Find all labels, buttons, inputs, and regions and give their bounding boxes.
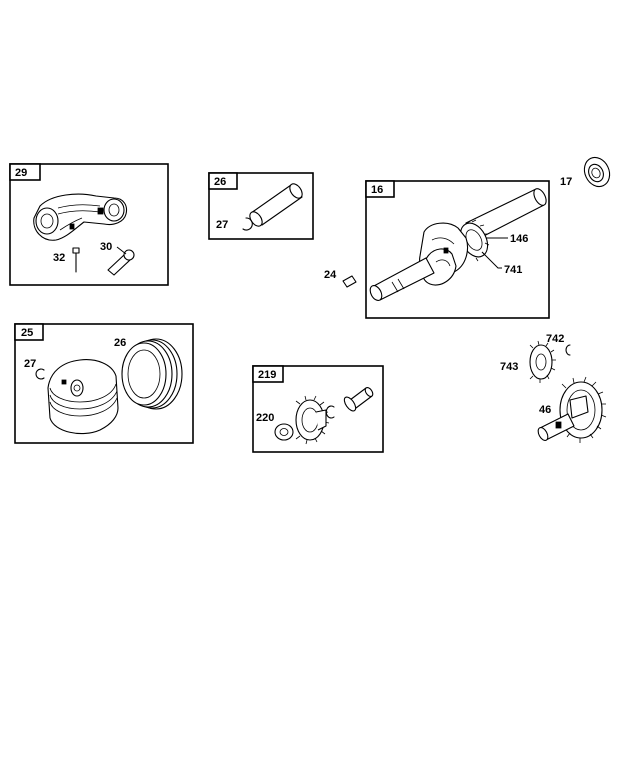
connecting-rod-drawing bbox=[33, 193, 128, 241]
piston-pin-drawing bbox=[249, 183, 303, 227]
group-219-governor: 219 220 bbox=[252, 365, 384, 453]
group-29-connecting-rod: 29 32 30 bbox=[9, 163, 169, 286]
camshaft-gear-46 bbox=[537, 376, 607, 443]
oil-seal-17 bbox=[583, 156, 611, 188]
washer-220 bbox=[274, 423, 294, 441]
part-label-742: 742 bbox=[546, 333, 564, 345]
part-label-146: 146 bbox=[510, 233, 528, 245]
retainer-clip-27-piston bbox=[35, 368, 45, 380]
governor-gear-drawing bbox=[295, 395, 330, 445]
part-label-30: 30 bbox=[100, 241, 112, 253]
part-label-26-rings: 26 bbox=[114, 337, 126, 349]
part-label-24: 24 bbox=[324, 269, 337, 281]
gear-743 bbox=[529, 340, 556, 383]
ring-742 bbox=[565, 344, 571, 356]
part-label-27-pin: 27 bbox=[216, 219, 228, 231]
part-label-17: 17 bbox=[560, 176, 572, 188]
retaining-ring-governor bbox=[325, 405, 335, 419]
retainer-clip-27 bbox=[242, 217, 253, 231]
part-label-27-piston: 27 bbox=[24, 358, 36, 370]
part-label-220: 220 bbox=[256, 412, 274, 424]
group-16-crankshaft: 16 146 741 bbox=[365, 180, 550, 319]
group-25-label: 25 bbox=[21, 327, 33, 339]
group-26-piston-pin: 26 27 bbox=[208, 172, 314, 240]
group-219-label: 219 bbox=[258, 369, 276, 381]
group-16-label: 16 bbox=[371, 184, 383, 196]
governor-shaft-drawing bbox=[343, 387, 374, 412]
part-label-46: 46 bbox=[539, 404, 551, 416]
piston-rings-drawing bbox=[121, 338, 183, 410]
group-25-piston: 25 27 26 bbox=[14, 323, 194, 444]
key-24 bbox=[342, 275, 357, 288]
part-label-32: 32 bbox=[53, 252, 65, 264]
part-label-741: 741 bbox=[504, 264, 522, 276]
dipper-30 bbox=[107, 246, 135, 276]
part-label-743: 743 bbox=[500, 361, 518, 373]
piston-drawing bbox=[47, 359, 119, 435]
crankshaft-drawing bbox=[369, 188, 547, 301]
group-26-label: 26 bbox=[214, 176, 226, 188]
group-29-label: 29 bbox=[15, 167, 27, 179]
rod-bolt-32 bbox=[72, 247, 80, 273]
